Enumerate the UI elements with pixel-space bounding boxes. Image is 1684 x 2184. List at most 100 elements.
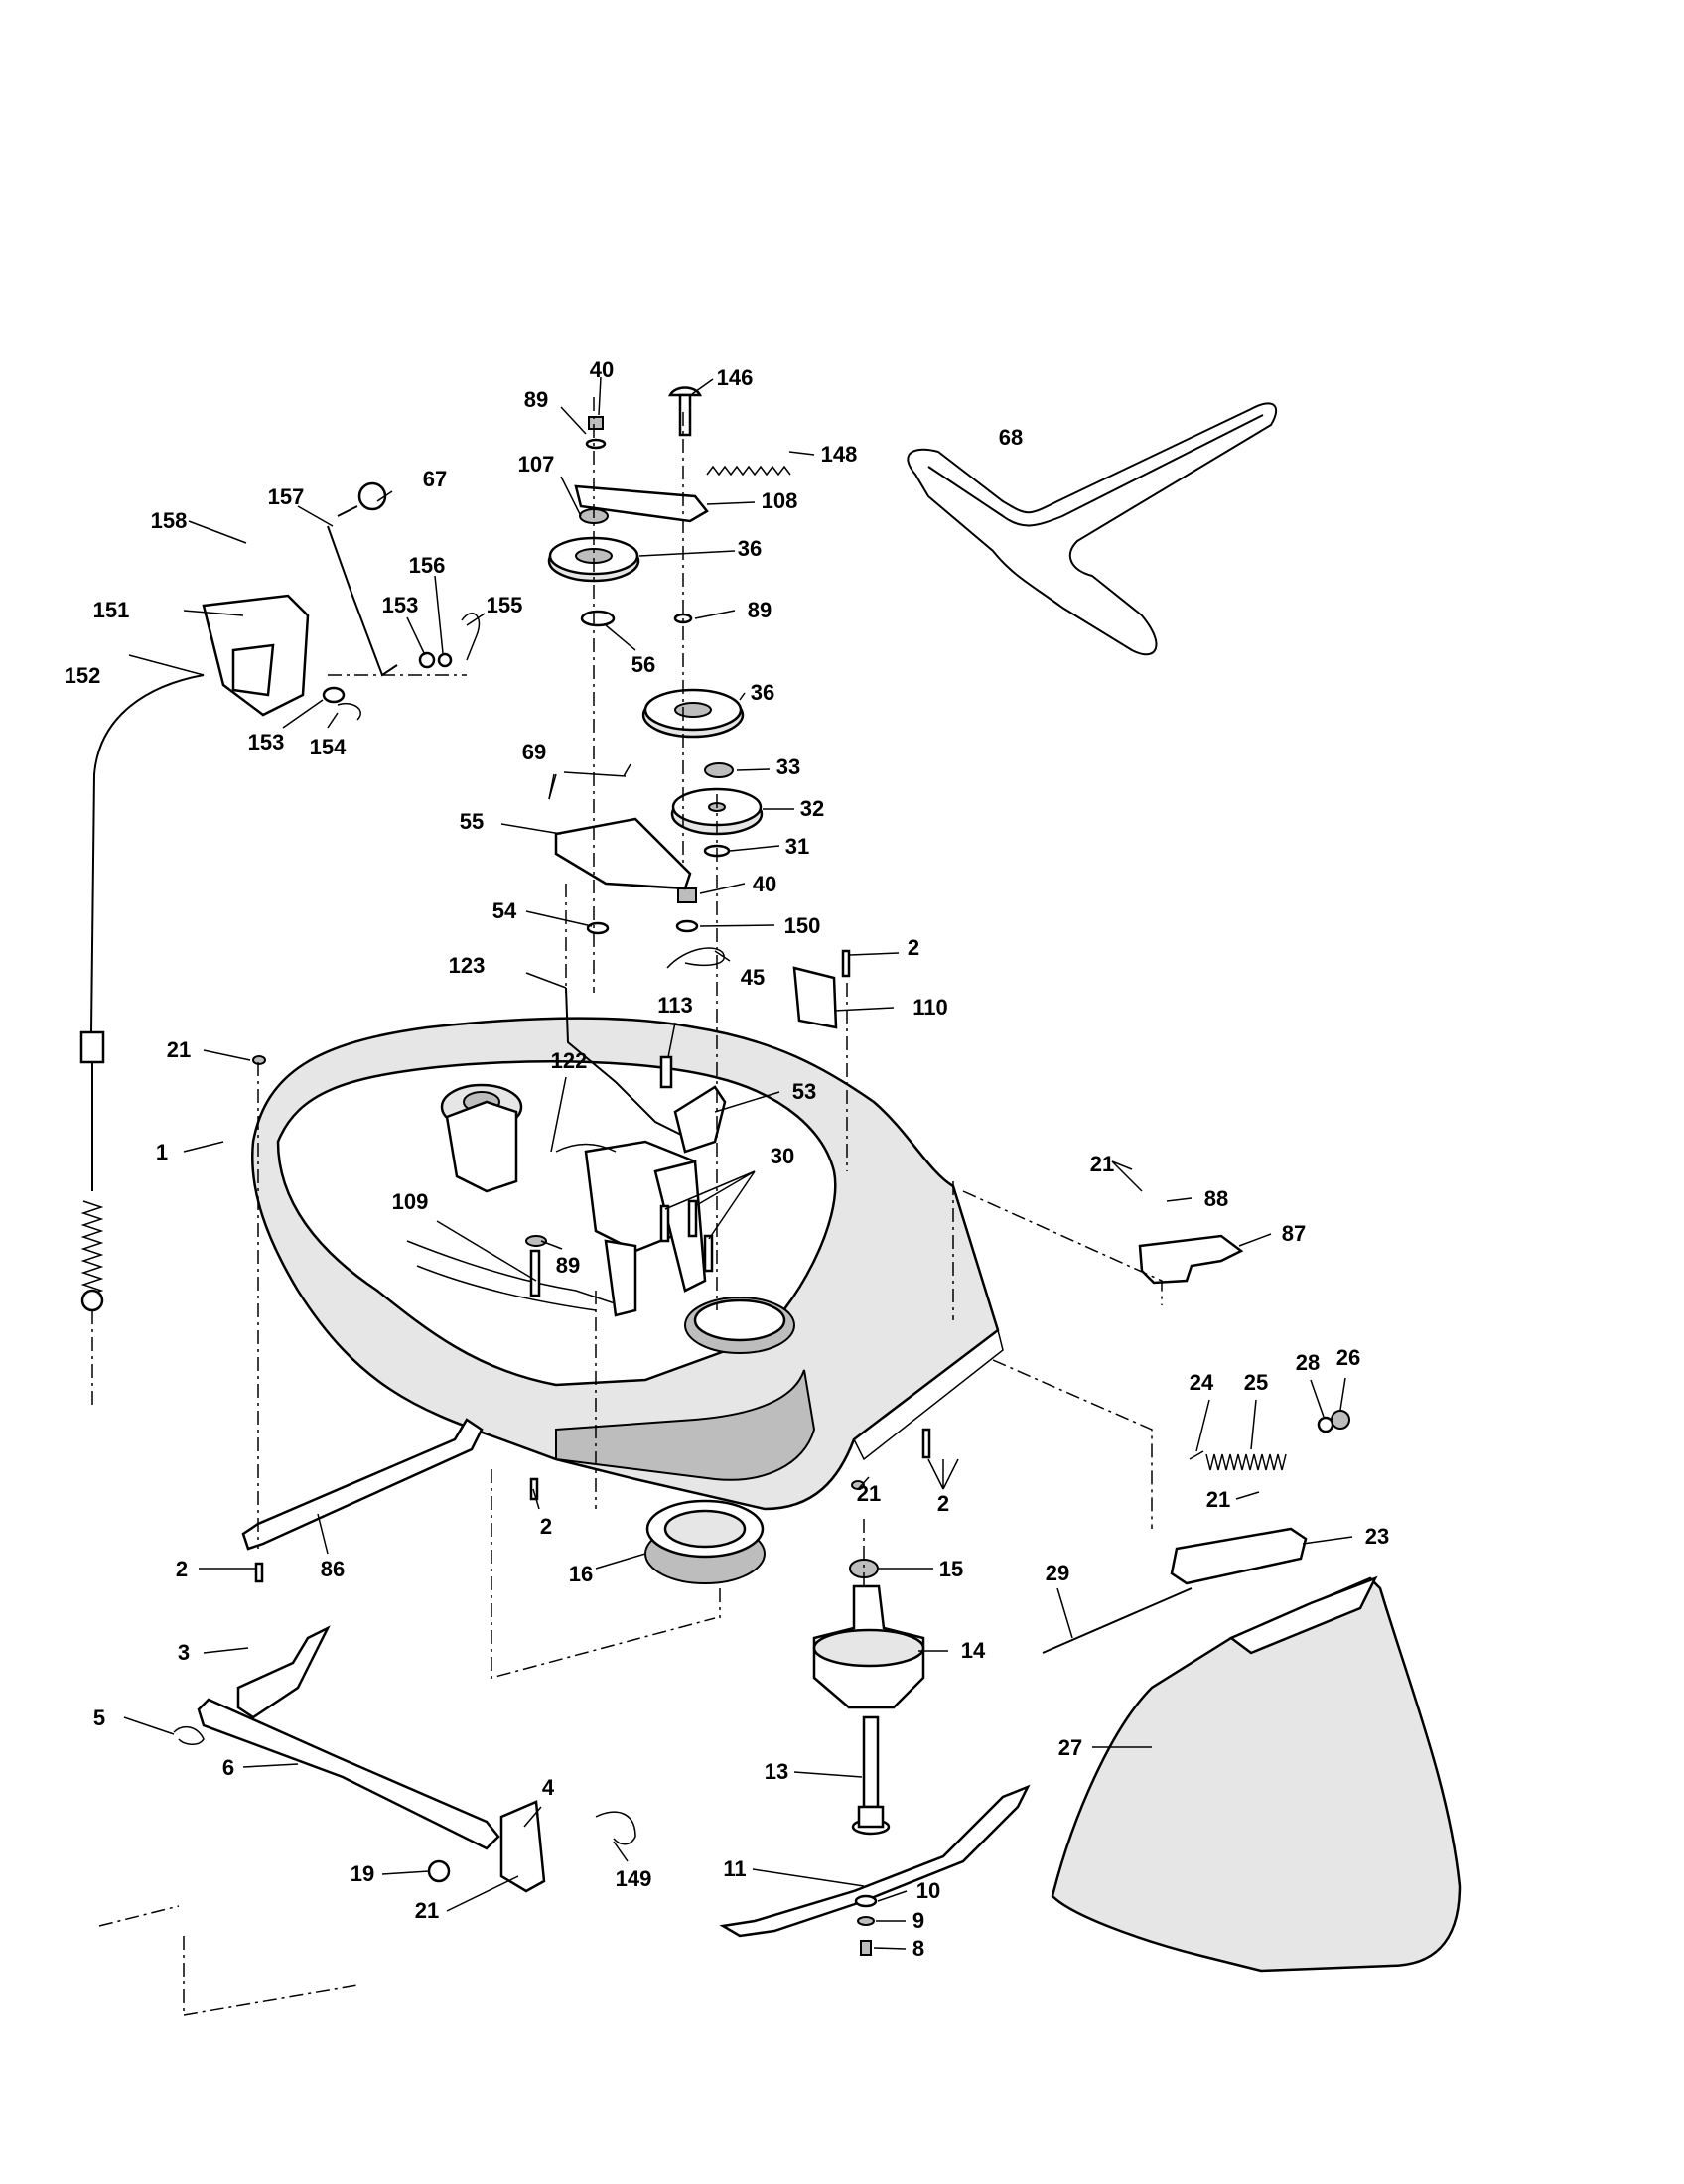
callout-54: 54 (492, 898, 517, 923)
lift-lever-bracket-151-part (202, 594, 346, 717)
bracket-3-part (236, 1625, 331, 1719)
bracket-23-part (1170, 1527, 1308, 1585)
washer-28-part (1317, 1416, 1334, 1433)
callout-5: 5 (93, 1706, 105, 1730)
callout-15: 15 (939, 1557, 963, 1581)
callout-148: 148 (821, 442, 858, 467)
spring-24-part (1189, 1450, 1204, 1460)
callout-2-deck: 2 (540, 1514, 552, 1539)
callout-10: 10 (916, 1878, 940, 1903)
callout-150: 150 (784, 913, 821, 938)
callout-13: 13 (765, 1759, 788, 1784)
callout-labels-multidigit: 123 (0, 0, 37, 5)
callout-153-lower: 153 (248, 730, 285, 754)
washer-156-part (437, 652, 453, 668)
washer-10-part (854, 1894, 878, 1908)
bolt-19-part (427, 1859, 451, 1883)
nut-21-deck-part (252, 1055, 266, 1065)
callout-122-label-0: 122 (551, 1048, 588, 1073)
callout-21-right: 21 (1090, 1152, 1114, 1176)
callout-6: 6 (222, 1755, 234, 1780)
bolt-2-bar-part (254, 1562, 264, 1583)
spring-148-part (706, 465, 791, 477)
callout-labels: 40 146 89 148 107 108 36 89 56 36 33 32 … (65, 357, 1390, 1961)
washer-54-part (586, 921, 610, 935)
callout-69: 69 (522, 740, 546, 764)
idler-arm-108-part (574, 484, 709, 523)
baffle-ring-16-part (644, 1499, 766, 1584)
callout-16: 16 (569, 1562, 593, 1586)
spindle-housing-14-part (812, 1584, 925, 1709)
callout-21-spring: 21 (1206, 1487, 1230, 1512)
callout-113-label-0: 113 (657, 993, 693, 1018)
callout-55: 55 (460, 809, 484, 834)
link-rod-6-part (197, 1698, 500, 1850)
nut-33-part (704, 762, 734, 778)
mower-blade-11-part (719, 1784, 1031, 1938)
callout-123-label-0: 123 (449, 953, 486, 978)
bolt-109-part (529, 1249, 541, 1297)
assembly-centerlines (91, 397, 1163, 2016)
drive-belt-part (907, 402, 1278, 656)
callout-21-bracket: 21 (415, 1898, 439, 1923)
callout-14: 14 (961, 1638, 986, 1663)
callout-9: 9 (912, 1908, 924, 1933)
callout-151: 151 (93, 598, 130, 622)
lift-lever-157-part (327, 481, 398, 677)
spindle-shaft-13-part (851, 1715, 891, 1836)
callout-108: 108 (762, 488, 798, 513)
bolt-8-part (860, 1940, 872, 1956)
bracket-4-part (499, 1800, 546, 1893)
belt-keeper-bracket-part (673, 1085, 727, 1154)
callout-158: 158 (151, 508, 188, 533)
clip-5-part (173, 1725, 205, 1745)
callout-67: 67 (423, 467, 447, 491)
washer-89-deck-part (525, 1235, 547, 1247)
callout-32: 32 (800, 796, 824, 821)
nut-40-lower-part (677, 887, 697, 903)
callout-40-top: 40 (590, 357, 614, 382)
clip-155-part (461, 613, 481, 661)
bolt-2-deck-part (529, 1477, 539, 1501)
callout-36-lower: 36 (751, 680, 774, 705)
callout-26: 26 (1336, 1345, 1360, 1370)
rod-29-part (1042, 1587, 1193, 1654)
bolt-30b-part (659, 1204, 670, 1243)
callout-89-mid: 89 (748, 598, 772, 622)
callout-56: 56 (632, 652, 655, 677)
callout-156: 156 (409, 553, 446, 578)
belt-guide-rod-part (565, 987, 696, 1143)
callout-1: 1 (156, 1140, 168, 1164)
washer-153-upper-part (418, 651, 436, 669)
callout-3: 3 (178, 1640, 190, 1665)
callout-87: 87 (1282, 1221, 1306, 1246)
callout-153-upper: 153 (382, 593, 419, 617)
washer-150-part (675, 919, 699, 933)
discharge-chute-27-part (1051, 1575, 1462, 1973)
carriage-bolt-146-part (667, 386, 703, 437)
callout-21-bottom: 21 (857, 1481, 881, 1506)
bolts-2-right-part (921, 1428, 931, 1459)
callout-68: 68 (999, 425, 1023, 450)
idler-pulley-lower-part (641, 688, 745, 739)
callout-4: 4 (542, 1775, 555, 1800)
callout-89-deck: 89 (556, 1253, 580, 1278)
clip-149-part (595, 1811, 636, 1845)
hairpin-154-part (337, 703, 361, 721)
callout-23: 23 (1365, 1524, 1389, 1549)
callout-31: 31 (785, 834, 809, 859)
callout-25: 25 (1244, 1370, 1268, 1395)
callout-110: 110 (912, 995, 948, 1020)
callout-152: 152 (65, 663, 101, 688)
callout-2-right: 2 (937, 1491, 949, 1516)
callout-45: 45 (741, 965, 765, 990)
callout-27: 27 (1058, 1735, 1082, 1760)
callout-28: 28 (1296, 1350, 1320, 1375)
callout-21-deck: 21 (167, 1037, 191, 1062)
plate-110-part (792, 966, 838, 1029)
callout-154: 154 (310, 735, 347, 759)
callout-33: 33 (776, 754, 800, 779)
stabilizer-bar-86-part (241, 1418, 484, 1551)
callout-2-bar: 2 (176, 1557, 188, 1581)
